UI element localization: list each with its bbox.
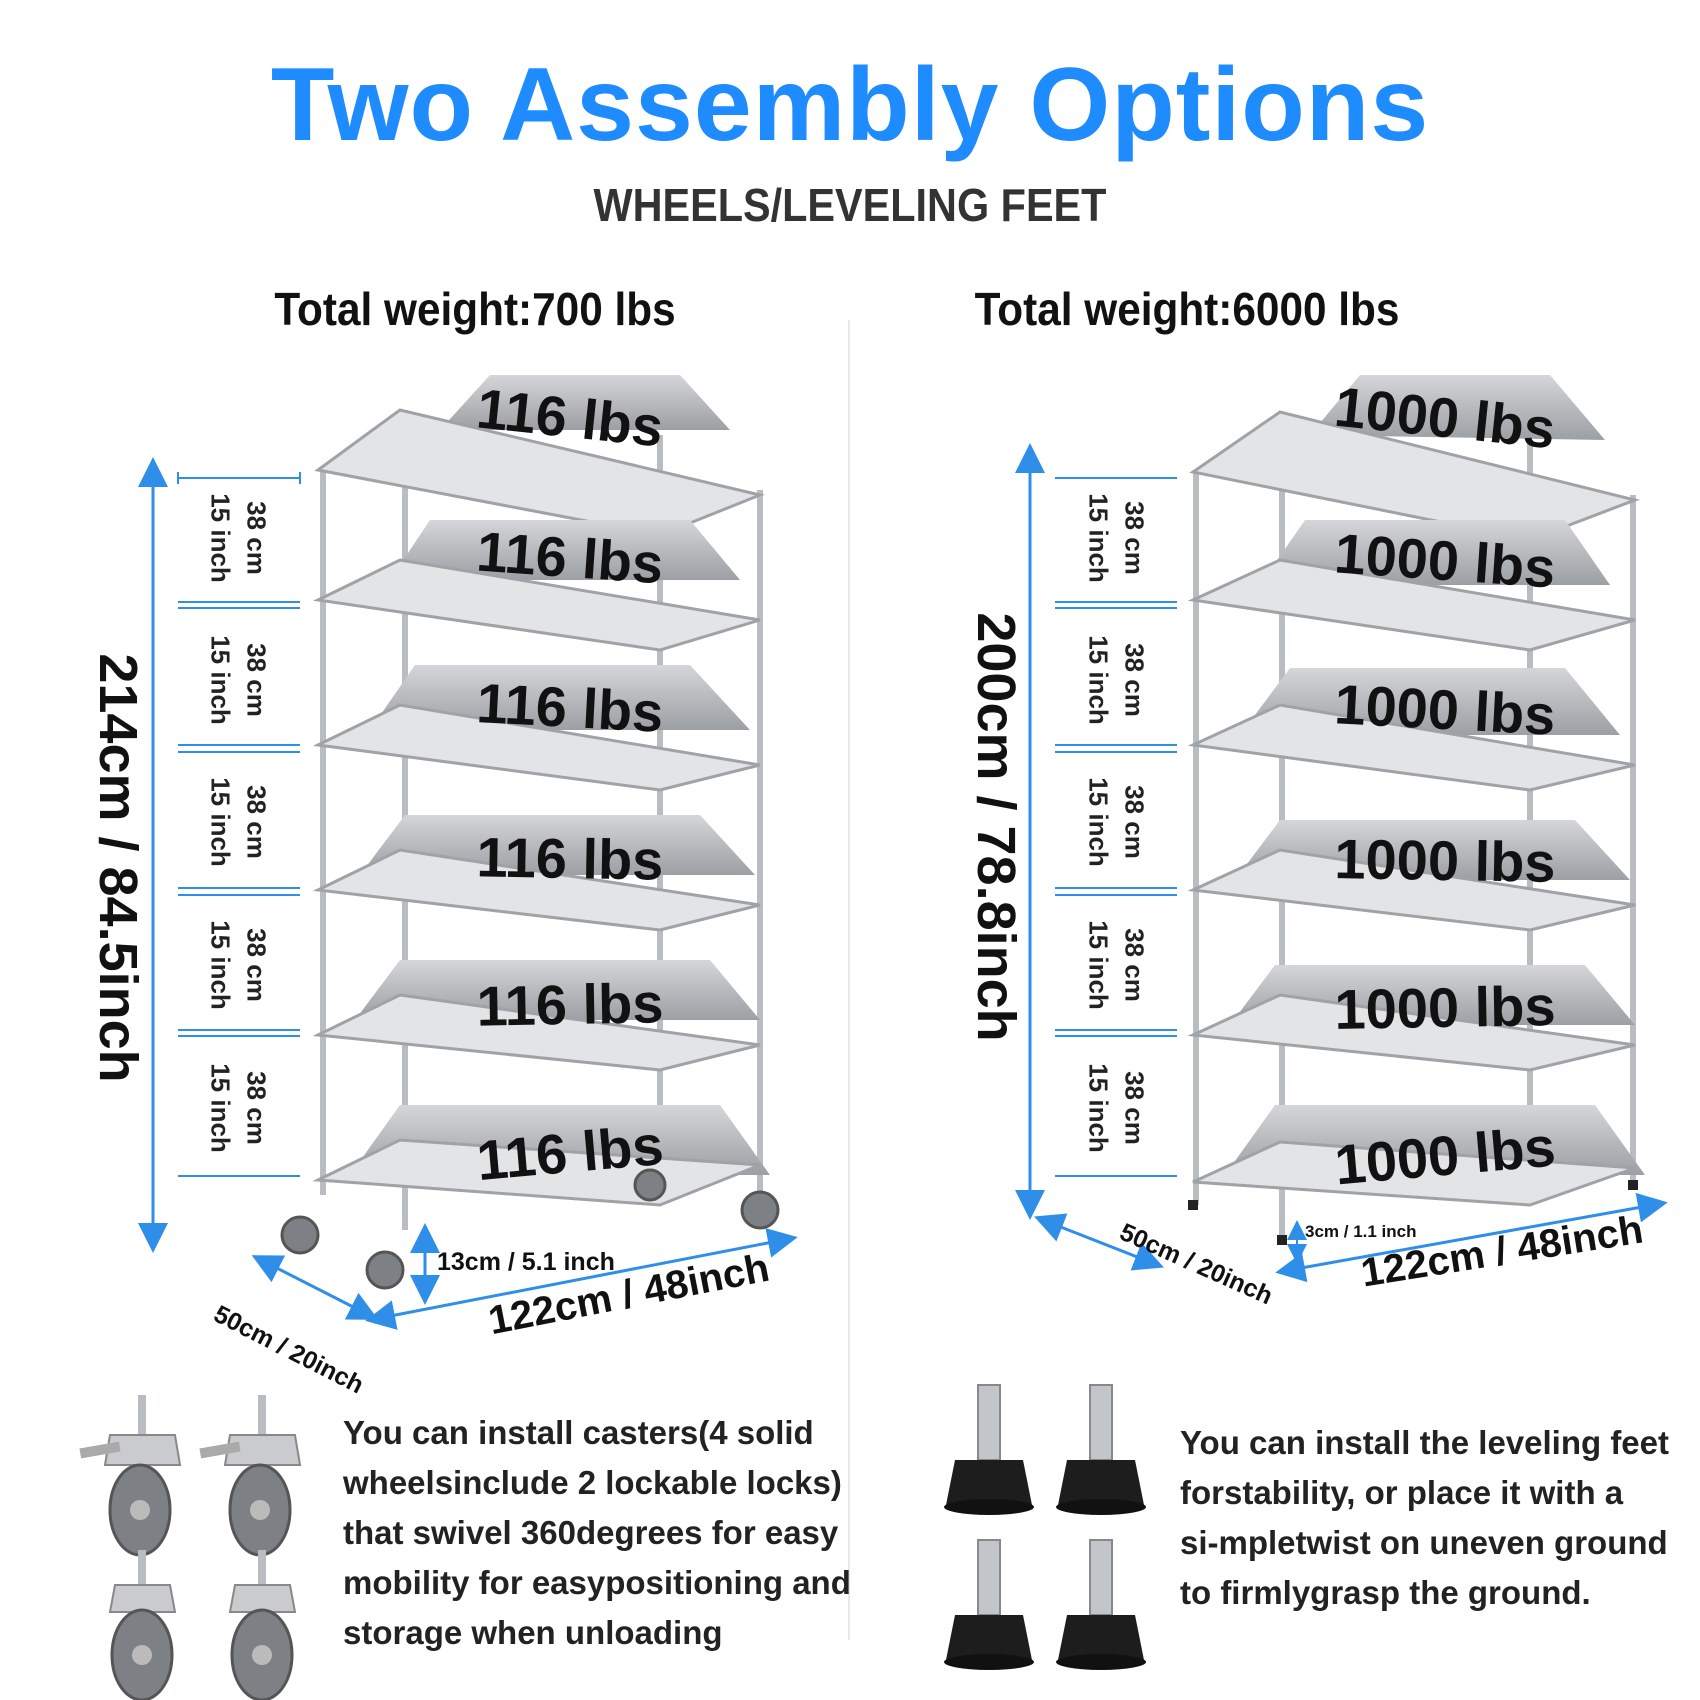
rack-shelves [312, 375, 770, 1207]
option-panel-wheels: Total weight:700 lbs [79, 283, 851, 1700]
shelf-load-label: 116 lbs [476, 971, 664, 1038]
clearance-label: 3cm / 1.1 inch [1305, 1222, 1417, 1241]
total-weight-label: Total weight:6000 lbs [974, 283, 1400, 335]
rack-shelves [1187, 375, 1645, 1207]
option-panel-leveling-feet: Total weight:6000 lbs [850, 0, 1700, 1700]
spacing-brackets [1055, 477, 1177, 1177]
clearance-label: 13cm / 5.1 inch [437, 1248, 615, 1276]
leveling-foot-icon [944, 1384, 1146, 1670]
panel-divider [848, 320, 850, 1640]
spacing-label: 38 cm 15 inch [205, 777, 272, 867]
spacing-brackets [177, 472, 301, 1177]
shelf-load-label: 1000 lbs [1333, 827, 1557, 894]
leveling-feet-description: You can install the leveling feet forsta… [1180, 1424, 1670, 1611]
total-weight-label: Total weight:700 lbs [274, 283, 676, 335]
depth-dimension-line [251, 1255, 379, 1320]
spacing-label: 38 cm 15 inch [1083, 920, 1150, 1010]
shelf-load-label: 116 lbs [476, 825, 664, 892]
spacing-label: 38 cm 15 inch [205, 635, 272, 725]
spacing-label: 38 cm 15 inch [205, 493, 272, 583]
spacing-label: 38 cm 15 inch [1083, 635, 1150, 725]
caster-wheel-icon [79, 1395, 302, 1700]
depth-dimension-line [1034, 1213, 1164, 1271]
width-dimension-line [365, 1228, 798, 1330]
spacing-label: 38 cm 15 inch [205, 1063, 272, 1153]
spacing-label: 38 cm 15 inch [205, 920, 272, 1010]
shelf-load-label: 1000 lbs [1333, 974, 1557, 1041]
spacing-label: 38 cm 15 inch [1083, 777, 1150, 867]
page-subtitle: WHEELS/LEVELING FEET [593, 179, 1107, 231]
wheels-description: You can install casters(4 solid wheelsin… [343, 1414, 851, 1651]
page-title: Two Assembly Options [270, 47, 1430, 163]
height-label: 200cm / 78.8inch [966, 612, 1026, 1042]
width-dimension-line [1275, 1192, 1668, 1283]
spacing-label: 38 cm 15 inch [1083, 493, 1150, 583]
shelf-diagram-leveling-feet [944, 375, 1668, 1670]
shelf-diagram-wheels [79, 375, 798, 1700]
height-label: 214cm / 84.5inch [88, 653, 148, 1083]
spacing-label: 38 cm 15 inch [1083, 1063, 1150, 1153]
